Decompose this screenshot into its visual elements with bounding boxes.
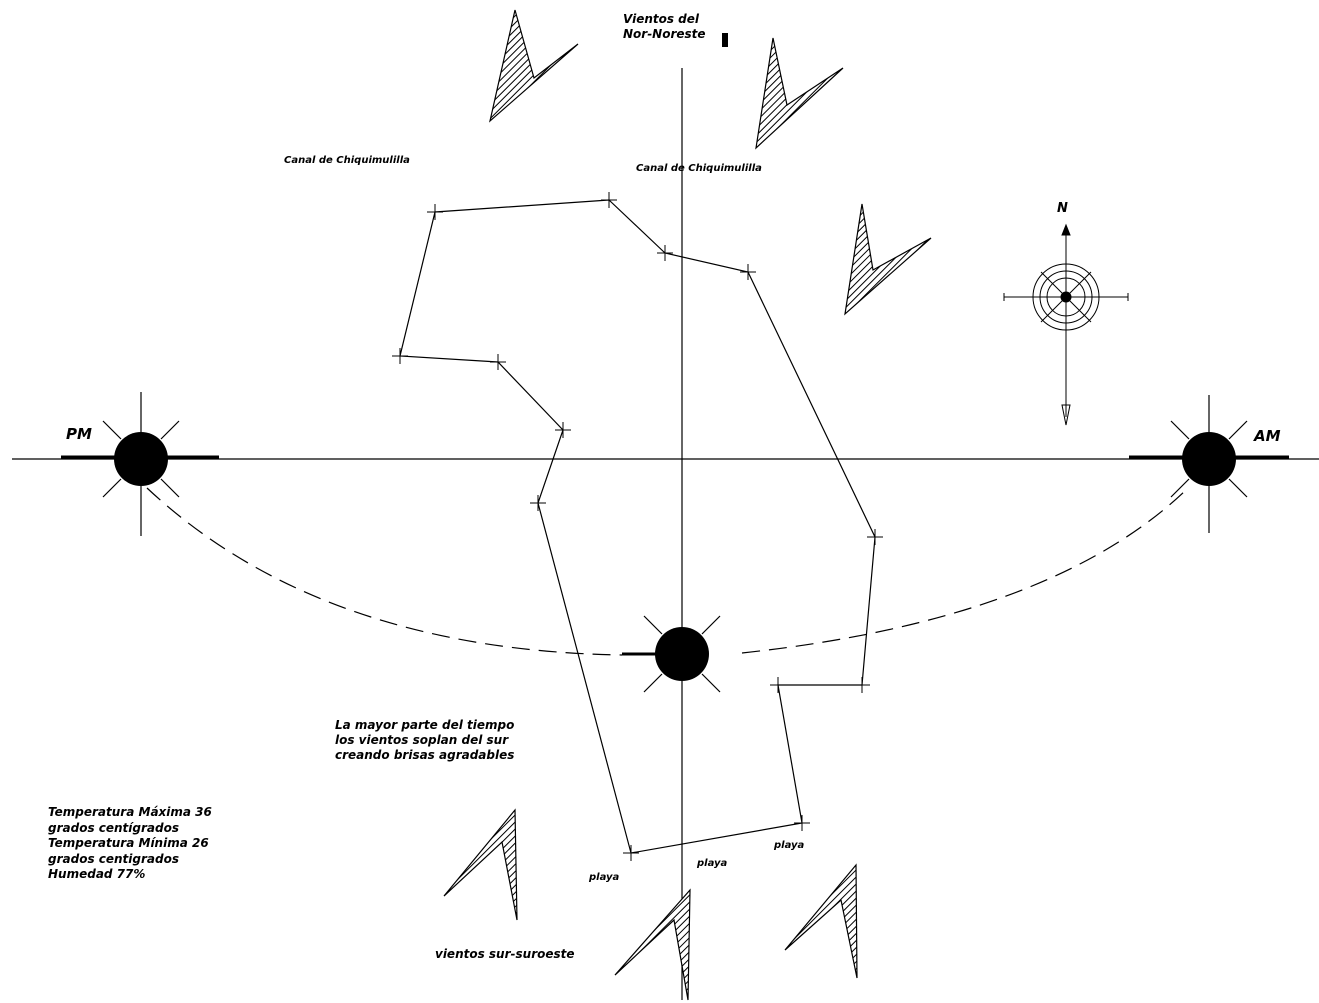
south-winds-note: La mayor parte del tiempo los vientos so… — [335, 718, 515, 762]
wind-arrow-icon — [614, 888, 691, 1001]
site-boundary — [399, 199, 876, 854]
sun-icon — [622, 615, 721, 693]
sun-path — [146, 487, 1187, 656]
boundary-vertex-marks — [392, 192, 883, 861]
sun-icon — [61, 392, 219, 536]
text-cursor — [722, 33, 728, 47]
north-letter: N — [1057, 201, 1068, 216]
am-label: AM — [1254, 427, 1281, 445]
pm-label: PM — [66, 425, 92, 443]
wind-arrow-icon — [784, 863, 858, 979]
wind-arrow-icon — [844, 203, 932, 316]
beach-label: playa — [697, 858, 728, 869]
wind-arrow-icon — [489, 9, 579, 123]
compass-rose-icon — [1003, 223, 1129, 426]
beach-label: playa — [774, 840, 805, 851]
wind-arrow-icon — [755, 37, 844, 150]
wind-south-label: vientos sur-suroeste — [435, 947, 575, 961]
sun-icon — [1129, 395, 1289, 533]
wind-north-label: Vientos del Nor-Noreste — [623, 12, 706, 41]
climate-data: Temperatura Máxima 36 grados centígrados… — [48, 805, 212, 882]
beach-label: playa — [589, 872, 620, 883]
wind-arrow-icon — [443, 808, 518, 921]
canal-label-right: Canal de Chiquimulilla — [636, 163, 762, 174]
canal-label-left: Canal de Chiquimulilla — [284, 155, 410, 166]
